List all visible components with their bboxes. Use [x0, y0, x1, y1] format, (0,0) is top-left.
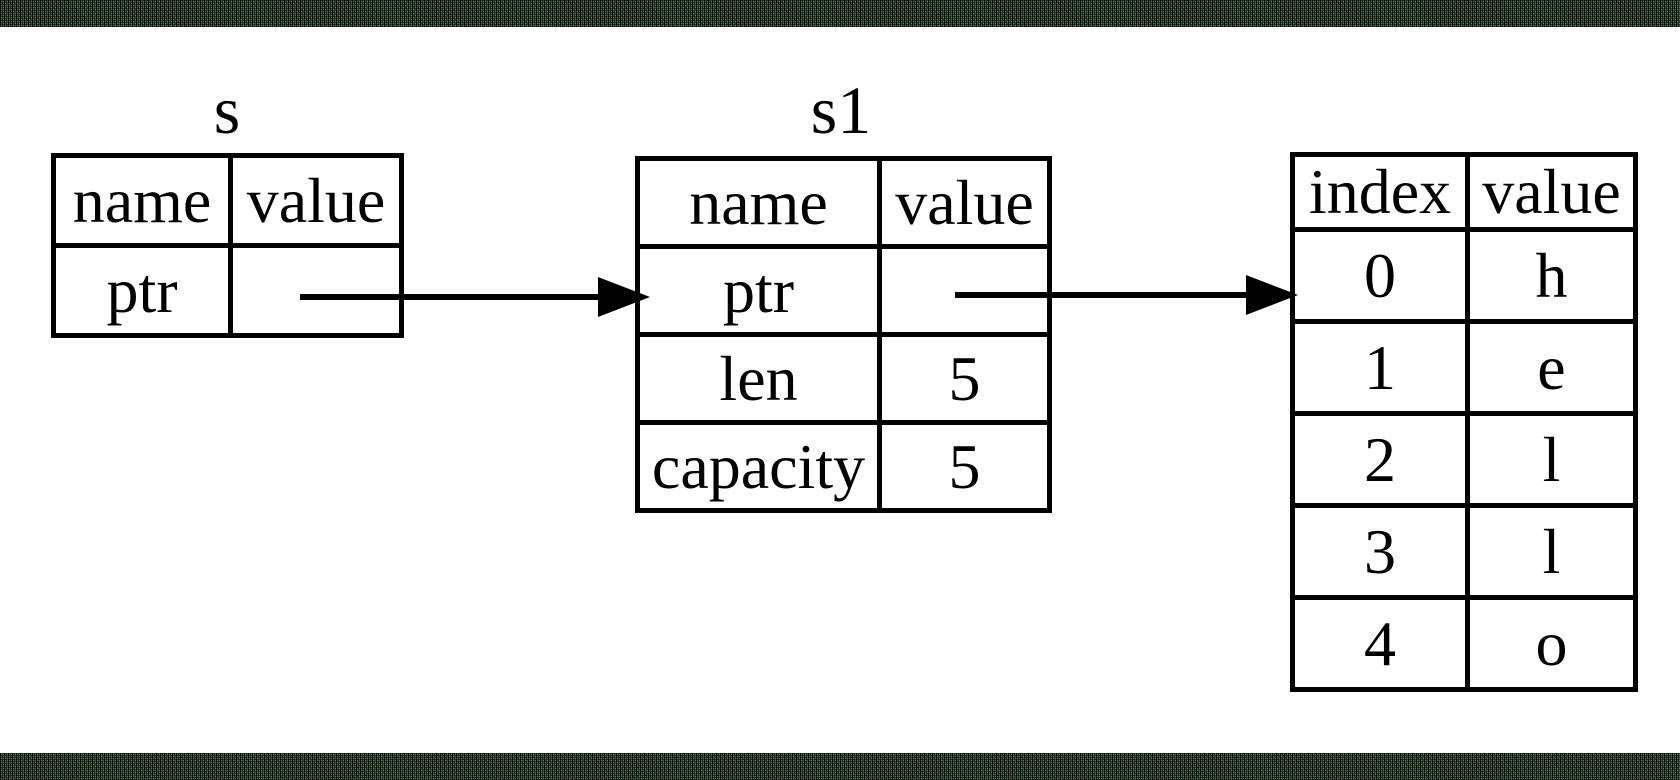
heap-index-0-cell: 0 — [1290, 227, 1470, 324]
s1-ptr-value-cell — [877, 244, 1052, 337]
table-row: ptr — [51, 243, 404, 338]
arrow-shaft — [300, 294, 602, 300]
s1-ptr-name-cell: ptr — [635, 244, 882, 337]
table-row: len 5 — [635, 332, 1052, 425]
heap-string-table: index value 0 h 1 e 2 l 3 l 4 o — [1290, 152, 1638, 692]
arrow-head-icon — [598, 277, 650, 317]
heap-value-2-cell: l — [1465, 411, 1638, 508]
table-row: name value — [51, 153, 404, 248]
table-row: name value — [635, 156, 1052, 249]
s1-header-value: value — [877, 156, 1052, 249]
table-row: 4 o — [1290, 595, 1638, 692]
s1-header-name: name — [635, 156, 882, 249]
table-s1-title: s1 — [810, 72, 872, 148]
s1-capacity-value-cell: 5 — [877, 420, 1052, 513]
heap-index-2-cell: 2 — [1290, 411, 1470, 508]
heap-header-value: value — [1465, 152, 1638, 232]
s-ptr-value-cell — [228, 243, 404, 338]
s-header-name: name — [51, 153, 233, 248]
heap-index-1-cell: 1 — [1290, 319, 1470, 416]
s1-len-name-cell: len — [635, 332, 882, 425]
table-row: ptr — [635, 244, 1052, 337]
variable-table-s: name value ptr — [51, 153, 404, 338]
s1-len-value-cell: 5 — [877, 332, 1052, 425]
table-row: 0 h — [1290, 227, 1638, 324]
top-border-band — [0, 0, 1680, 27]
arrow-head-icon — [1246, 275, 1298, 315]
heap-value-3-cell: l — [1465, 503, 1638, 600]
s1-capacity-name-cell: capacity — [635, 420, 882, 513]
heap-value-1-cell: e — [1465, 319, 1638, 416]
s-ptr-name-cell: ptr — [51, 243, 233, 338]
table-row: 3 l — [1290, 503, 1638, 600]
s-header-value: value — [228, 153, 404, 248]
table-row: index value — [1290, 152, 1638, 232]
heap-value-4-cell: o — [1465, 595, 1638, 692]
table-s-title: s — [213, 72, 241, 148]
bottom-border-band — [0, 753, 1680, 780]
arrow-shaft — [955, 292, 1252, 298]
variable-table-s1: name value ptr len 5 capacity 5 — [635, 156, 1052, 513]
table-row: 2 l — [1290, 411, 1638, 508]
heap-index-4-cell: 4 — [1290, 595, 1470, 692]
table-row: capacity 5 — [635, 420, 1052, 513]
heap-header-index: index — [1290, 152, 1470, 232]
heap-index-3-cell: 3 — [1290, 503, 1470, 600]
table-row: 1 e — [1290, 319, 1638, 416]
heap-value-0-cell: h — [1465, 227, 1638, 324]
